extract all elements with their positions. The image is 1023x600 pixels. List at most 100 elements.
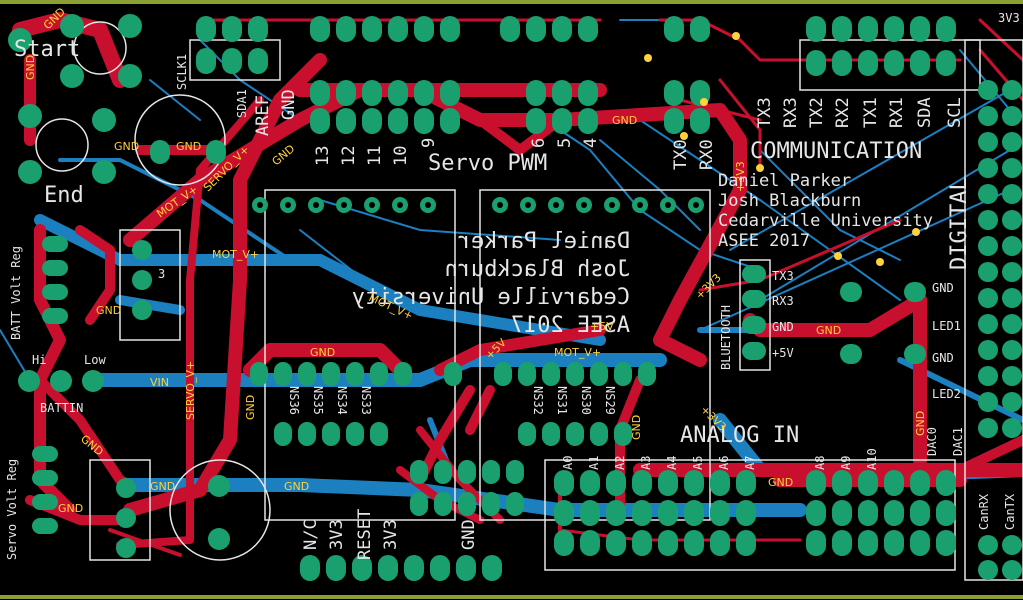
mirror-pwm-headers	[250, 362, 656, 516]
net-gnd-17: GND	[768, 476, 793, 489]
net-mot-v-2: MOT_V+	[212, 248, 259, 261]
hdr-label-tx3: TX3	[755, 97, 775, 128]
hdr-label-rx3: RX3	[781, 97, 801, 128]
credit-line-2: Josh Blackburn	[718, 191, 861, 211]
net-servo-v-2: SERVO_V+	[184, 361, 197, 420]
silkscreen-text: Daniel Parker Josh Blackburn Cedarville …	[5, 11, 1020, 560]
credit-line-3: Cedarville University	[718, 211, 933, 231]
end-button-label: End	[44, 183, 84, 208]
left-component-pads	[8, 14, 926, 558]
net-gnd-14: GND	[816, 324, 841, 337]
mirror-credit-line-4: ASEE 2017	[511, 313, 630, 338]
analog-label-a0: A0	[561, 456, 575, 470]
bt-pin-tx3: TX3	[772, 269, 794, 283]
ns32-label: NS32	[531, 386, 545, 415]
analog-label-a3: A3	[639, 456, 653, 470]
hdr-label-13: 13	[313, 146, 333, 166]
analog-header	[554, 470, 956, 556]
vias	[644, 32, 920, 266]
communication-label: COMMUNICATION	[750, 139, 922, 164]
net-gnd-11: GND	[150, 480, 175, 493]
hdr-label-tx2: TX2	[807, 97, 827, 128]
hdr-label-rx1: RX1	[887, 97, 907, 128]
right-label-dac0: DAC0	[925, 427, 939, 456]
power-header	[300, 555, 502, 581]
net-mot-v-4: MOT_V+	[554, 346, 601, 359]
hdr-label-sda: SDA	[915, 97, 935, 128]
right-label-canrx: CanRX	[977, 493, 991, 530]
bt-pin-5v: +5V	[772, 346, 794, 360]
net-gnd-1: GND	[24, 55, 37, 80]
analog-label-a5: A5	[691, 456, 705, 470]
led1-gnd-label: GND	[932, 281, 954, 295]
ns34-label: NS34	[335, 386, 349, 415]
top-header-left	[196, 16, 268, 74]
hdr-label-tx1: TX1	[861, 97, 881, 128]
top-header-pwm	[500, 16, 598, 134]
hdr-label-12: 12	[339, 146, 359, 166]
hdr-label-rx2: RX2	[833, 97, 853, 128]
bt-pin-rx3: RX3	[772, 294, 794, 308]
ns30-label: NS30	[579, 386, 593, 415]
net-gnd-7: GND	[310, 346, 335, 359]
hdr-label-gnd: GND	[279, 89, 299, 120]
mirror-credit-line-3: Cedarville University	[352, 285, 630, 310]
hdr-label-5: 5	[555, 138, 575, 148]
hdr-label-scl: SCL	[945, 97, 965, 128]
ns29-label: NS29	[603, 386, 617, 415]
ns31-label: NS31	[555, 386, 569, 415]
hdr-label-9: 9	[419, 138, 439, 148]
net-3v3-2: +3V3	[734, 161, 747, 192]
corner-3v3-label: 3V3	[998, 11, 1020, 25]
start-button-label: Start	[14, 37, 80, 62]
right-label-cantx: CanTX	[1003, 493, 1017, 530]
analog-label-a8: A8	[813, 456, 827, 470]
hdr-label-11: 11	[365, 146, 385, 166]
analog-label-a10: A10	[865, 448, 879, 470]
analog-in-label: ANALOG IN	[680, 423, 799, 448]
analog-label-a6: A6	[717, 456, 731, 470]
hdr-label-tx0: TX0	[671, 139, 691, 170]
right-label-dac1: DAC1	[951, 427, 965, 456]
analog-label-a7: A7	[743, 456, 757, 470]
power-label-3v3-b: 3V3	[381, 519, 401, 550]
hdr-label-rx0: RX0	[697, 139, 717, 170]
bluetooth-label: BLUETOOTH	[719, 305, 733, 370]
right-digital-header	[978, 80, 1022, 580]
net-vin: VIN	[150, 376, 169, 389]
credit-line-4: ASEE 2017	[718, 231, 810, 251]
analog-label-a9: A9	[839, 456, 853, 470]
mirror-credit-line-1: Daniel Parker	[458, 229, 630, 254]
servo-pwm-label: Servo PWM	[428, 151, 547, 176]
bt-pin-gnd: GND	[772, 320, 794, 334]
net-5v-1: +5V	[590, 320, 614, 333]
net-gnd-13: GND	[244, 395, 257, 420]
analog-label-a4: A4	[665, 456, 679, 470]
power-label-3v3: 3V3	[327, 519, 347, 550]
hdr-label-10: 10	[391, 146, 411, 166]
analog-label-a1: A1	[587, 456, 601, 470]
hdr-label-aref: AREF	[253, 95, 273, 136]
reg-pin-label: 3	[158, 267, 165, 281]
power-label-gnd: GND	[459, 519, 479, 550]
hdr-label-sclk1: SCLK1	[175, 54, 189, 90]
net-gnd-3: GND	[114, 140, 139, 153]
batt-volt-reg-label: BATT Volt Reg	[9, 246, 23, 340]
net-gnd-4: GND	[176, 140, 201, 153]
credit-line-1: Daniel Parker	[718, 171, 851, 191]
battin-label: BATTIN	[40, 401, 83, 415]
power-label-reset: RESET	[355, 509, 375, 560]
mirror-credit-line-2: Josh Blackburn	[445, 257, 630, 282]
led2-gnd-label: GND	[932, 351, 954, 365]
led1-label: LED1	[932, 319, 961, 333]
via-row	[252, 197, 704, 213]
hdr-label-4: 4	[581, 138, 601, 148]
ns36-label: NS36	[287, 386, 301, 415]
net-gnd-12: GND	[284, 480, 309, 493]
net-gnd-10: GND	[58, 502, 83, 515]
net-gnd-16: GND	[630, 415, 643, 440]
analog-label-a2: A2	[613, 456, 627, 470]
net-gnd-6: GND	[612, 114, 637, 127]
net-gnd-15: GND	[914, 411, 927, 436]
